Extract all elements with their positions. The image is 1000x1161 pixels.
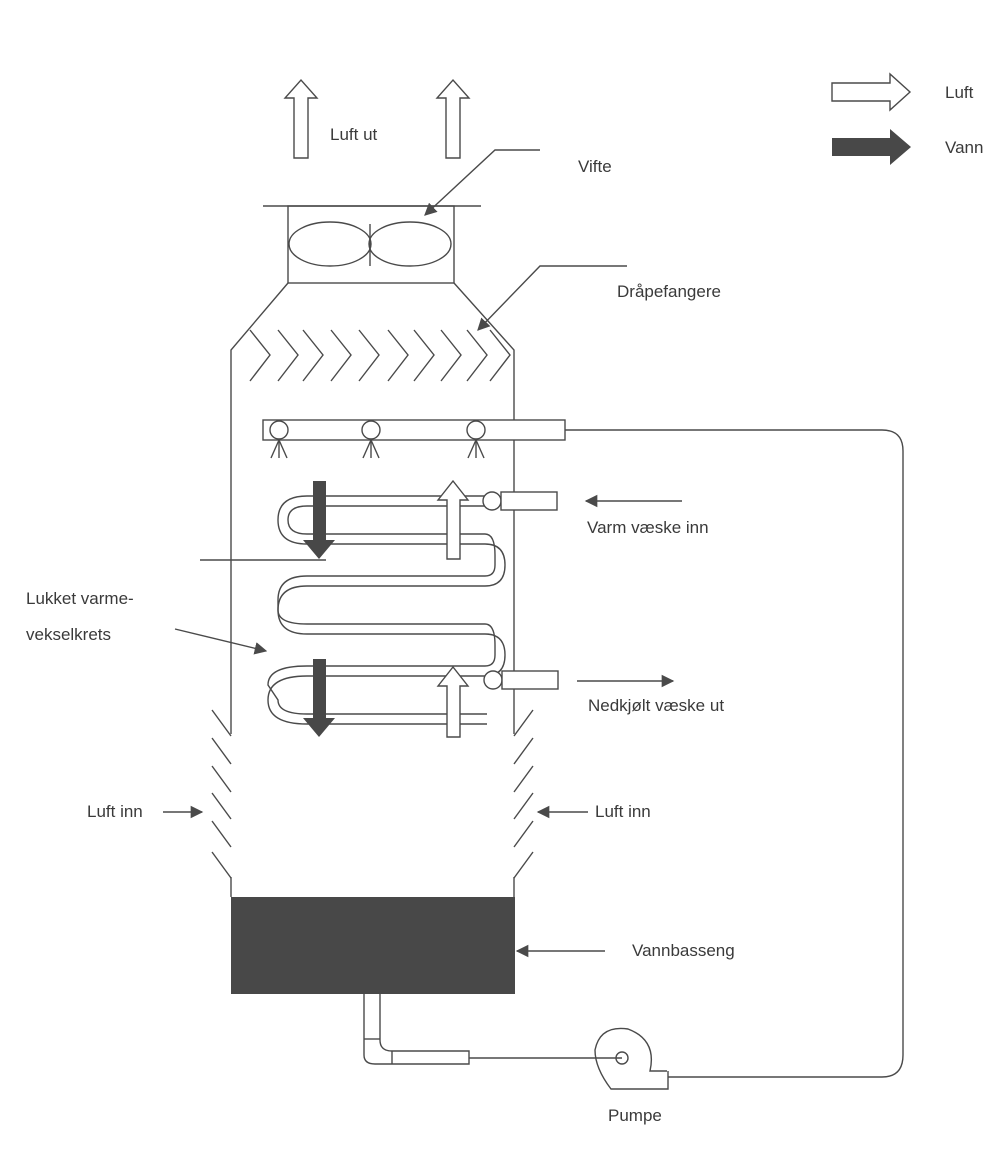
heat-exchanger-coil	[267, 491, 559, 725]
drift-eliminator-chevron	[277, 329, 299, 382]
drift-eliminator-chevron	[358, 329, 380, 382]
drift-eliminator-chevron	[330, 329, 352, 382]
louver-right	[513, 737, 534, 765]
air-out-arrows: Luft ut	[283, 78, 471, 159]
tower-body	[230, 282, 515, 734]
water-basin: Vannbasseng	[230, 877, 735, 994]
warm-liquid-in-label: Varm væske inn	[587, 518, 709, 537]
water-flow-arrow-icon	[303, 659, 335, 737]
pump-icon: Pumpe	[594, 1027, 669, 1125]
legend-air-label: Luft	[945, 83, 974, 102]
louver-left	[211, 820, 232, 848]
louver-right	[513, 820, 534, 848]
water-flow-arrow-icon	[303, 481, 335, 559]
closed-heat-exchanger-label: vekselkrets	[26, 625, 111, 644]
louver-right	[513, 851, 534, 879]
air-in-left-label: Luft inn	[87, 802, 143, 821]
louver-left	[211, 792, 232, 820]
pump-label: Pumpe	[608, 1106, 662, 1125]
drift-eliminator-chevron	[413, 329, 435, 382]
water-basin-label: Vannbasseng	[632, 941, 735, 960]
air-out-label: Luft ut	[330, 125, 378, 144]
legend-water-label: Vann	[945, 138, 983, 157]
drift-eliminators-label: Dråpefangere	[617, 282, 721, 301]
spray-header	[262, 419, 904, 1078]
air-flow-arrow-icon	[436, 665, 470, 738]
drift-eliminator-chevron	[440, 329, 462, 382]
legend-water-arrow-icon	[832, 129, 911, 165]
closed-heat-exchanger-label: Lukket varme-	[26, 589, 134, 608]
cooled-liquid-out-label: Nedkjølt væske ut	[588, 696, 724, 715]
air-in-right-label: Luft inn	[595, 802, 651, 821]
louver-left	[211, 709, 232, 737]
legend-air-arrow-icon	[831, 72, 912, 112]
spray-nozzle-icon	[466, 420, 486, 459]
louver-right	[513, 765, 534, 793]
fan: Vifte	[263, 149, 612, 284]
louver-right	[513, 709, 534, 737]
spray-nozzle-icon	[361, 420, 381, 459]
drift-eliminator-chevron	[302, 329, 324, 382]
air-inlet-louvers	[211, 709, 534, 879]
drift-eliminator-chevron	[249, 329, 271, 382]
drift-eliminator-chevron	[387, 329, 409, 382]
spray-nozzle-icon	[269, 420, 289, 459]
drift-eliminators	[249, 329, 511, 382]
air-out-arrow-icon	[283, 78, 319, 159]
fan-blade-icon	[288, 221, 372, 267]
louver-right	[513, 792, 534, 820]
fan-label: Vifte	[578, 157, 612, 176]
suction-pipe	[363, 994, 622, 1065]
air-out-arrow-icon	[435, 78, 471, 159]
fan-blade-icon	[368, 221, 452, 267]
legend: Luft Vann	[831, 72, 983, 165]
louver-left	[211, 765, 232, 793]
louver-left	[211, 851, 232, 879]
drift-eliminator-chevron	[489, 329, 511, 382]
air-flow-arrow-icon	[436, 479, 470, 560]
drift-eliminator-chevron	[466, 329, 488, 382]
louver-left	[211, 737, 232, 765]
